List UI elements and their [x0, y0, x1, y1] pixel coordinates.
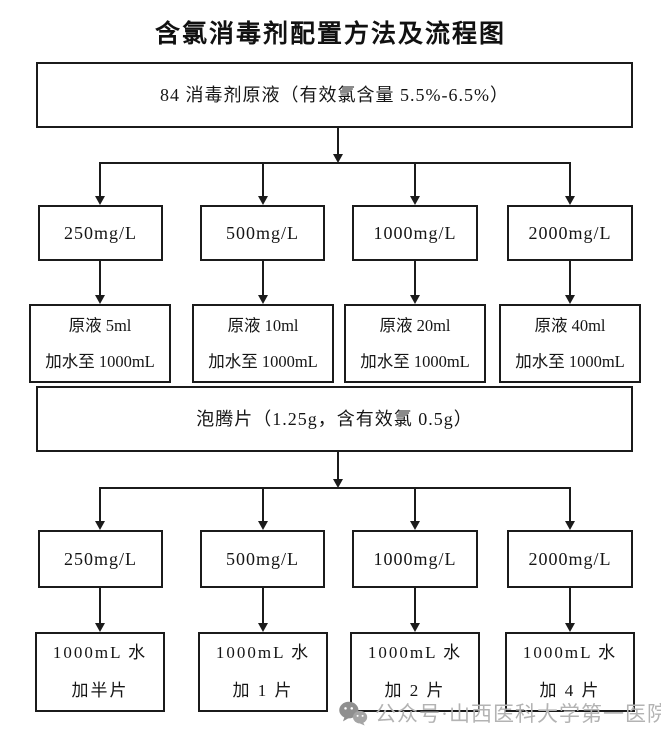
recipe-line: 1000mL 水	[522, 643, 618, 662]
arrow-down-icon	[410, 623, 420, 632]
fork1-drop-line	[414, 163, 416, 196]
fork2-stem-line	[337, 452, 339, 479]
box-tablet-recipe-3: 1000mL 水 加 2 片	[350, 632, 480, 712]
arrow-down-icon	[333, 154, 343, 163]
wechat-public-account-icon	[339, 701, 368, 726]
watermark-text: 公众号·山西医科大学第一医院	[375, 702, 661, 726]
connector-line	[569, 261, 571, 295]
recipe-line: 1000mL 水	[215, 643, 311, 662]
connector-line	[99, 261, 101, 295]
box-liquid-concentration-250: 250mg/L	[38, 205, 163, 261]
connector-line	[414, 261, 416, 295]
recipe-line: 加半片	[71, 681, 129, 700]
recipe-line: 加水至 1000mL	[208, 351, 318, 371]
fork2-drop-line	[99, 488, 101, 521]
fork2-rail-line	[99, 487, 571, 489]
arrow-down-icon	[258, 521, 268, 530]
fork1-drop-line	[569, 163, 571, 196]
arrow-down-icon	[258, 196, 268, 205]
arrow-down-icon	[565, 521, 575, 530]
fork1-rail-line	[99, 162, 571, 164]
recipe-line: 加水至 1000mL	[45, 351, 155, 371]
arrow-down-icon	[565, 196, 575, 205]
connector-line	[262, 588, 264, 623]
fork2-drop-line	[569, 488, 571, 521]
recipe-line: 加水至 1000mL	[515, 351, 625, 371]
fork2-drop-line	[414, 488, 416, 521]
arrow-down-icon	[410, 295, 420, 304]
box-liquid-recipe-1: 原液 5ml 加水至 1000mL	[29, 304, 171, 383]
connector-line	[262, 261, 264, 295]
recipe-line: 1000mL 水	[52, 643, 148, 662]
recipe-line: 原液 20ml	[379, 315, 451, 335]
box-source-liquid-84: 84 消毒剂原液（有效氯含量 5.5%-6.5%）	[36, 62, 633, 128]
connector-line	[569, 588, 571, 623]
watermark: 公众号·山西医科大学第一医院	[338, 698, 661, 728]
recipe-line: 原液 10ml	[227, 315, 299, 335]
arrow-down-icon	[95, 196, 105, 205]
arrow-down-icon	[258, 623, 268, 632]
recipe-line: 原液 40ml	[534, 315, 606, 335]
arrow-down-icon	[95, 295, 105, 304]
recipe-line: 加 4 片	[539, 681, 601, 700]
fork1-drop-line	[262, 163, 264, 196]
arrow-down-icon	[410, 196, 420, 205]
arrow-down-icon	[333, 479, 343, 488]
recipe-line: 加水至 1000mL	[360, 351, 470, 371]
arrow-down-icon	[95, 521, 105, 530]
recipe-line: 加 1 片	[232, 681, 294, 700]
recipe-line: 原液 5ml	[68, 315, 132, 335]
box-tablet-recipe-4: 1000mL 水 加 4 片	[505, 632, 635, 712]
box-liquid-recipe-3: 原液 20ml 加水至 1000mL	[344, 304, 486, 383]
arrow-down-icon	[258, 295, 268, 304]
box-liquid-concentration-2000: 2000mg/L	[507, 205, 633, 261]
arrow-down-icon	[95, 623, 105, 632]
recipe-line: 1000mL 水	[367, 643, 463, 662]
box-source-tablet: 泡腾片（1.25g，含有效氯 0.5g）	[36, 386, 633, 452]
arrow-down-icon	[565, 623, 575, 632]
fork1-stem-line	[337, 128, 339, 154]
arrow-down-icon	[565, 295, 575, 304]
fork1-drop-line	[99, 163, 101, 196]
recipe-line: 加 2 片	[384, 681, 446, 700]
arrow-down-icon	[410, 521, 420, 530]
page-title: 含氯消毒剂配置方法及流程图	[154, 21, 506, 48]
box-liquid-concentration-1000: 1000mg/L	[352, 205, 478, 261]
box-tablet-concentration-250: 250mg/L	[38, 530, 163, 588]
box-liquid-recipe-4: 原液 40ml 加水至 1000mL	[499, 304, 641, 383]
fork2-drop-line	[262, 488, 264, 521]
box-tablet-concentration-500: 500mg/L	[200, 530, 325, 588]
box-tablet-concentration-1000: 1000mg/L	[352, 530, 478, 588]
box-tablet-recipe-1: 1000mL 水 加半片	[35, 632, 165, 712]
connector-line	[414, 588, 416, 623]
box-tablet-concentration-2000: 2000mg/L	[507, 530, 633, 588]
box-liquid-recipe-2: 原液 10ml 加水至 1000mL	[192, 304, 334, 383]
box-tablet-recipe-2: 1000mL 水 加 1 片	[198, 632, 328, 712]
box-liquid-concentration-500: 500mg/L	[200, 205, 325, 261]
connector-line	[99, 588, 101, 623]
